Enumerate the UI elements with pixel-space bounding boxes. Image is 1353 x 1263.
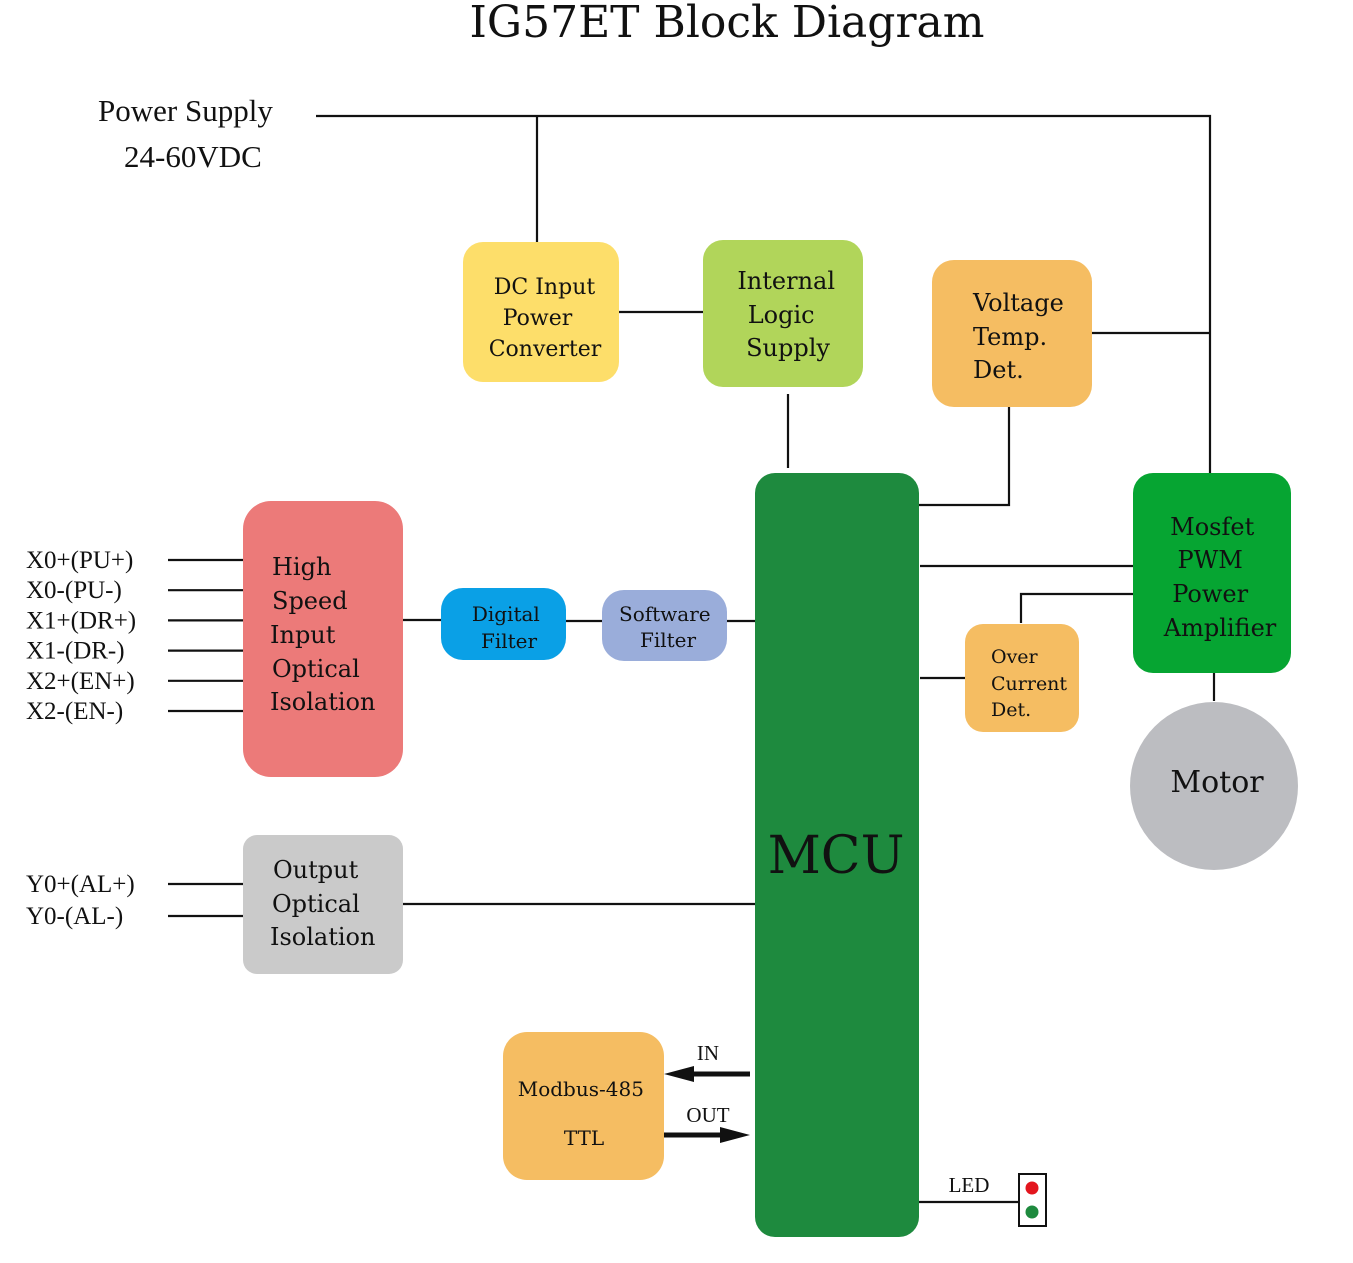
arrow-left-icon xyxy=(664,1066,694,1082)
modbus-in-arrow: IN xyxy=(664,1041,750,1082)
modbus-out-label: OUT xyxy=(686,1103,729,1127)
output-pin-label: Y0+(AL+) xyxy=(26,871,135,898)
mcu-box xyxy=(755,473,919,1237)
mosfet-line: Mosfet xyxy=(1170,513,1254,541)
high-speed-input-line: Isolation xyxy=(270,688,375,716)
svg-text:Output Optical Iso: Output Optical Isolation xyxy=(270,856,375,951)
logic-supply-line: Supply xyxy=(746,334,830,362)
digital-filter-line: Filter xyxy=(481,629,538,653)
input-pin-label: X1+(DR+) xyxy=(26,607,136,634)
mosfet-line: Amplifier xyxy=(1163,614,1277,642)
svg-text:Digital Filter: Digital Filter xyxy=(472,602,546,653)
input-wires xyxy=(168,558,243,713)
output-isolation-box xyxy=(243,835,403,974)
mosfet-box xyxy=(1133,473,1291,673)
power-supply-label: Power Supply xyxy=(98,93,273,128)
input-pin-label: X0-(PU-) xyxy=(26,577,122,604)
mosfet-line: Power xyxy=(1172,580,1248,608)
svg-text:Over Current Det.: Over Current Det. xyxy=(991,646,1073,721)
power-supply-voltage: 24-60VDC xyxy=(124,139,262,174)
voltage-temp-block: Voltage Temp. Det. xyxy=(932,260,1092,407)
motor-label: Motor xyxy=(1170,765,1264,800)
led-red-dot xyxy=(1025,1181,1039,1195)
input-pin-label: X2-(EN-) xyxy=(26,698,123,725)
logic-supply-box xyxy=(703,240,863,387)
dc-converter-line: Converter xyxy=(489,337,602,362)
dc-converter-block: DC Input Power Converter xyxy=(463,242,619,382)
svg-text:Mosfet PWM Power: Mosfet PWM Power Amplifier xyxy=(1163,513,1277,642)
dc-converter-line: Power xyxy=(503,306,573,331)
modbus-block: Modbus-485 TTL xyxy=(503,1032,664,1180)
software-filter-line: Filter xyxy=(640,628,697,652)
over-current-box xyxy=(965,624,1079,732)
logic-supply-line: Logic xyxy=(748,301,815,329)
output-isolation-line: Isolation xyxy=(270,923,375,951)
led-indicator: LED xyxy=(949,1173,1047,1227)
over-current-line: Current xyxy=(991,673,1067,695)
high-speed-input-line: Input xyxy=(270,621,336,649)
dc-converter-box xyxy=(463,242,619,382)
digital-filter-box xyxy=(441,588,566,660)
software-filter-line: Software xyxy=(619,602,711,626)
mosfet-to-overcurrent-wire xyxy=(1019,592,1133,623)
svg-text:Internal Logic Sup: Internal Logic Supply xyxy=(737,267,842,362)
wires xyxy=(168,114,1216,1204)
arrow-right-icon xyxy=(720,1127,750,1143)
modbus-in-label: IN xyxy=(697,1041,719,1065)
voltage-temp-line: Voltage xyxy=(972,289,1064,317)
high-speed-input-line: Optical xyxy=(272,655,360,683)
output-wires xyxy=(168,882,243,918)
high-speed-input-line: High xyxy=(272,553,331,581)
output-isolation-line: Optical xyxy=(272,890,360,918)
svg-text:High Speed Input: High Speed Input Optical Isolation xyxy=(270,553,375,716)
modbus-line: Modbus-485 xyxy=(518,1077,644,1101)
voltage-det-to-mcu-wire xyxy=(918,407,1011,507)
output-isolation-block: Output Optical Isolation xyxy=(243,835,403,974)
svg-text:Software Filter: Software Filter xyxy=(619,602,717,652)
svg-text:Voltage Temp. Det.: Voltage Temp. Det. xyxy=(972,289,1071,384)
power-bus-wire xyxy=(316,114,1212,474)
mosfet-block: Mosfet PWM Power Amplifier xyxy=(1133,473,1291,673)
svg-text:DC Input Power Con: DC Input Power Converter xyxy=(489,275,603,362)
over-current-block: Over Current Det. xyxy=(965,624,1079,732)
led-green-dot xyxy=(1025,1205,1039,1219)
input-pin-labels: X0+(PU+) X0-(PU-) X1+(DR+) X1-(DR-) X2+(EN+)… xyxy=(26,547,136,725)
modbus-box xyxy=(503,1032,664,1180)
high-speed-input-line: Speed xyxy=(272,587,348,615)
mosfet-line: PWM xyxy=(1177,546,1242,574)
modbus-line: TTL xyxy=(564,1126,604,1150)
output-isolation-line: Output xyxy=(273,856,359,884)
voltage-temp-line: Temp. xyxy=(973,323,1047,351)
input-pin-label: X0+(PU+) xyxy=(26,547,133,574)
motor-block: Motor xyxy=(1130,702,1298,870)
dc-converter-line: DC Input xyxy=(494,275,596,300)
diagram-title: IG57ET Block Diagram xyxy=(470,0,985,48)
software-filter-box xyxy=(602,590,727,661)
mcu-label: MCU xyxy=(768,826,905,886)
over-current-line: Det. xyxy=(991,699,1031,721)
input-pin-label: X2+(EN+) xyxy=(26,668,135,695)
software-filter-block: Software Filter xyxy=(602,590,727,661)
digital-filter-block: Digital Filter xyxy=(441,588,566,660)
logic-supply-line: Internal xyxy=(737,267,835,295)
voltage-temp-line: Det. xyxy=(973,356,1024,384)
logic-supply-block: Internal Logic Supply xyxy=(703,240,863,387)
high-speed-input-box xyxy=(243,501,403,777)
digital-filter-line: Digital xyxy=(472,602,540,626)
voltage-temp-box xyxy=(932,260,1092,407)
mcu-block: MCU xyxy=(755,473,919,1237)
svg-text:Modbus-485 TTL: Modbus-485 TTL xyxy=(518,1077,651,1150)
high-speed-input-block: High Speed Input Optical Isolation xyxy=(243,501,403,777)
modbus-out-arrow: OUT xyxy=(664,1103,750,1143)
motor-circle xyxy=(1130,702,1298,870)
led-label: LED xyxy=(949,1173,990,1197)
output-pin-labels: Y0+(AL+) Y0-(AL-) xyxy=(26,871,135,930)
over-current-line: Over xyxy=(991,646,1039,668)
output-pin-label: Y0-(AL-) xyxy=(26,903,123,930)
input-pin-label: X1-(DR-) xyxy=(26,638,125,665)
